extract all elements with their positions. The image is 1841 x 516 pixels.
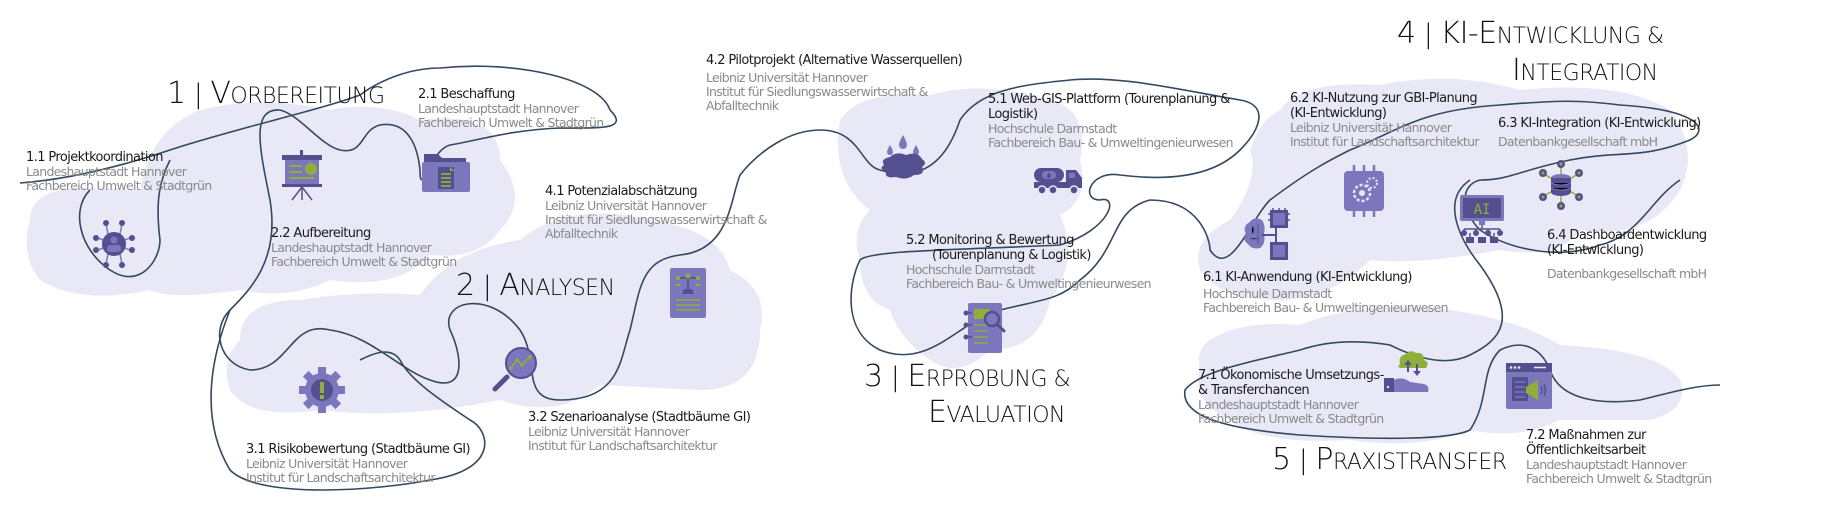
task-title: 7.2 Maßnahmen zur	[1526, 428, 1646, 443]
task-org: Landeshauptstadt Hannover	[418, 101, 579, 116]
task-title-cont: (KI-Entwicklung)	[1290, 106, 1387, 121]
task-title-cont: Logistik)	[988, 107, 1038, 122]
task-title-cont: (KI-Entwicklung)	[1547, 243, 1644, 258]
gear-warning-icon	[299, 367, 345, 413]
task-title: 5.1 Web-GIS-Plattform (Tourenplanung &	[988, 92, 1230, 107]
task-title-cont: (Tourenplanung & Logistik)	[932, 248, 1091, 263]
task-title: 6.3 KI-Integration (KI-Entwicklung)	[1498, 116, 1701, 131]
task-org: Landeshauptstadt Hannover	[26, 164, 187, 179]
water-puddle-icon	[881, 135, 925, 179]
task-5-1: 5.1 Web-GIS-Plattform (Tourenplanung & L…	[988, 92, 1234, 150]
tanker-truck-icon	[1034, 168, 1082, 195]
task-dept-cont: Abfalltechnik	[706, 98, 779, 113]
network-person-icon	[93, 220, 135, 268]
task-dept: Institut für Siedlungswasserwirtschaft &	[706, 84, 928, 99]
task-title: 3.1 Risikobewertung (Stadtbäume GI)	[246, 442, 471, 457]
task-dept: Fachbereich Umwelt & Stadtgrün	[1198, 411, 1384, 426]
scales-document-icon	[670, 268, 706, 318]
task-title-cont: Öffentlichkeitsarbeit	[1526, 443, 1646, 458]
task-title: 6.2 KI-Nutzung zur GBI-Planung	[1290, 91, 1478, 106]
phase-title-3-line2: EVALUATION	[928, 395, 1065, 430]
brain-chip-icon	[1244, 208, 1290, 260]
phase-title-4-line2: INTEGRATION	[1512, 53, 1658, 88]
task-1-1: 1.1 Projektkoordination Landeshauptstadt…	[26, 150, 212, 193]
task-5-2: 5.2 Monitoring & Bewertung (Tourenplanun…	[906, 233, 1152, 291]
task-6-4: 6.4 Dashboardentwicklung (KI-Entwicklung…	[1547, 228, 1707, 281]
blob-phase-5	[1198, 307, 1682, 444]
task-6-1: 6.1 KI-Anwendung (KI-Entwicklung) Hochsc…	[1203, 270, 1449, 315]
magnifier-chart-icon	[492, 347, 537, 392]
phase-title-1: 1 | VORBEREITUNG	[167, 76, 385, 111]
task-title: 1.1 Projektkoordination	[26, 150, 164, 165]
browser-megaphone-icon	[1506, 363, 1552, 409]
task-org: Leibniz Universität Hannover	[545, 198, 707, 213]
task-dept: Fachbereich Umwelt & Stadtgrün	[418, 115, 604, 130]
task-4-2: 4.2 Pilotprojekt (Alternative Wasserquel…	[706, 53, 963, 113]
task-org: Leibniz Universität Hannover	[706, 70, 868, 85]
task-dept: Fachbereich Bau- & Umweltingenieurwesen	[1203, 300, 1449, 315]
blob-phase-1	[26, 102, 516, 296]
phase-title-5: 5 | PRAXISTRANSFER	[1272, 442, 1507, 477]
task-org: Leibniz Universität Hannover	[528, 424, 690, 439]
task-dept: Fachbereich Umwelt & Stadtgrün	[1526, 471, 1712, 486]
task-dept: Institut für Siedlungswasserwirtschaft &	[545, 212, 767, 227]
phase-title-4: 4 | KI-ENTWICKLUNG &	[1397, 16, 1664, 51]
presentation-board-icon	[282, 150, 322, 201]
task-org: Leibniz Universität Hannover	[1290, 120, 1452, 135]
task-2-1: 2.1 Beschaffung Landeshauptstadt Hannove…	[418, 87, 604, 130]
task-3-2: 3.2 Szenarioanalyse (Stadtbäume GI) Leib…	[528, 410, 751, 453]
task-dept: Fachbereich Bau- & Umweltingenieurwesen	[988, 135, 1234, 150]
task-org: Landeshauptstadt Hannover	[1526, 457, 1687, 472]
task-title: 2.2 Aufbereitung	[271, 226, 371, 241]
task-org: Datenbankgesellschaft mbH	[1547, 266, 1707, 281]
task-dept: Institut für Landschaftsarchitektur	[246, 470, 435, 485]
task-title-cont: & Transferchancen	[1198, 383, 1310, 398]
task-org: Leibniz Universität Hannover	[246, 456, 408, 471]
roadmap-path-loop-3	[210, 309, 486, 491]
task-org: Hochschule Darmstadt	[906, 262, 1035, 277]
hand-cloud-icon	[1384, 351, 1429, 392]
task-6-2: 6.2 KI-Nutzung zur GBI-Planung (KI-Entwi…	[1290, 91, 1479, 149]
phase-title-2: 2 | ANALYSEN	[456, 268, 615, 303]
task-7-1: 7.1 Ökonomische Umsetzungs- & Transferch…	[1198, 368, 1384, 426]
roadmap-path-loop-2	[78, 159, 171, 278]
folder-document-icon	[422, 154, 470, 192]
ai-monitor-icon: AI	[1460, 195, 1504, 243]
task-dept-cont: Abfalltechnik	[545, 226, 618, 241]
blob-phase-4	[1198, 78, 1688, 300]
task-org: Hochschule Darmstadt	[1203, 286, 1332, 301]
task-dept: Fachbereich Bau- & Umweltingenieurwesen	[906, 276, 1152, 291]
blob-phase-2	[226, 213, 762, 414]
task-org: Hochschule Darmstadt	[988, 121, 1117, 136]
chip-gear-icon	[1344, 165, 1384, 217]
task-title: 5.2 Monitoring & Bewertung	[906, 233, 1074, 248]
task-title: 2.1 Beschaffung	[418, 87, 515, 102]
task-7-2: 7.2 Maßnahmen zur Öffentlichkeitsarbeit …	[1526, 428, 1712, 486]
task-title: 4.2 Pilotprojekt (Alternative Wasserquel…	[706, 53, 963, 68]
task-6-3: 6.3 KI-Integration (KI-Entwicklung) Date…	[1498, 116, 1701, 149]
task-title: 7.1 Ökonomische Umsetzungs-	[1198, 368, 1384, 383]
task-dept: Fachbereich Umwelt & Stadtgrün	[26, 178, 212, 193]
database-network-icon	[1539, 160, 1583, 210]
task-dept: Institut für Landschaftsarchitektur	[528, 438, 717, 453]
task-org: Landeshauptstadt Hannover	[1198, 397, 1359, 412]
task-title: 6.1 KI-Anwendung (KI-Entwicklung)	[1203, 270, 1413, 285]
task-3-1: 3.1 Risikobewertung (Stadtbäume GI) Leib…	[246, 442, 471, 485]
task-title: 4.1 Potenzialabschätzung	[545, 184, 698, 199]
task-org: Landeshauptstadt Hannover	[271, 240, 432, 255]
notebook-search-icon	[963, 303, 1006, 353]
task-dept: Institut für Landschaftsarchitektur	[1290, 134, 1479, 149]
task-title: 6.4 Dashboardentwicklung	[1547, 228, 1707, 243]
task-org: Datenbankgesellschaft mbH	[1498, 134, 1658, 149]
task-dept: Fachbereich Umwelt & Stadtgrün	[271, 254, 457, 269]
task-4-1: 4.1 Potenzialabschätzung Leibniz Univers…	[545, 184, 767, 241]
task-2-2: 2.2 Aufbereitung Landeshauptstadt Hannov…	[271, 226, 457, 269]
task-title: 3.2 Szenarioanalyse (Stadtbäume GI)	[528, 410, 751, 425]
phase-title-3: 3 | ERPROBUNG &	[864, 359, 1071, 394]
ai-monitor-text: AI	[1474, 202, 1491, 218]
